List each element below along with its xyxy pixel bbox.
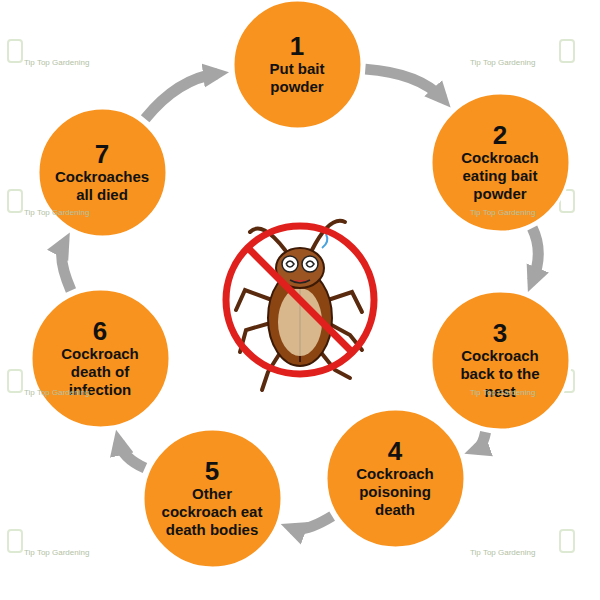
step-circle: 6Cockroach death of infection — [29, 287, 172, 430]
step-number: 3 — [493, 319, 507, 347]
step-number: 7 — [95, 140, 109, 168]
step-circle: 7Cockroaches all died — [36, 106, 169, 239]
step-number: 5 — [205, 457, 219, 485]
watermark: Tip Top Gardening — [24, 208, 89, 217]
cycle-arrow — [365, 69, 442, 99]
watermark: Tip Top Gardening — [24, 58, 89, 67]
watermark: Tip Top Gardening — [470, 388, 535, 397]
watermark: Tip Top Gardening — [24, 388, 89, 397]
watermark: Tip Top Gardening — [470, 548, 535, 557]
step-circle: 1Put bait powder — [231, 0, 364, 131]
step-text: Other cockroach eat death bodies — [160, 485, 264, 539]
step-circle: 4Cockroach poisoning death — [324, 407, 467, 550]
step-number: 2 — [493, 121, 507, 149]
cycle-arrow — [145, 74, 217, 119]
step-number: 4 — [388, 437, 402, 465]
cycle-arrow — [476, 432, 486, 450]
step-circle: 3Cockroach back to the nest — [429, 289, 572, 432]
step-text: Cockroaches all died — [50, 168, 154, 204]
step-number: 6 — [93, 317, 107, 345]
cockroach — [236, 221, 362, 390]
cycle-arrow — [119, 441, 145, 468]
step-text: Cockroach eating bait powder — [448, 149, 552, 203]
watermark: Tip Top Gardening — [24, 548, 89, 557]
cycle-arrow — [532, 228, 538, 281]
watermark: Tip Top Gardening — [470, 208, 535, 217]
step-text: Cockroach poisoning death — [343, 465, 447, 519]
cycle-arrow — [292, 516, 332, 529]
step-circle: 5Other cockroach eat death bodies — [141, 427, 284, 570]
step-number: 1 — [290, 32, 304, 60]
watermark: Tip Top Gardening — [470, 58, 535, 67]
prohibition-sign — [226, 226, 374, 374]
step-text: Put bait powder — [245, 60, 349, 96]
cycle-arrow — [62, 243, 71, 290]
